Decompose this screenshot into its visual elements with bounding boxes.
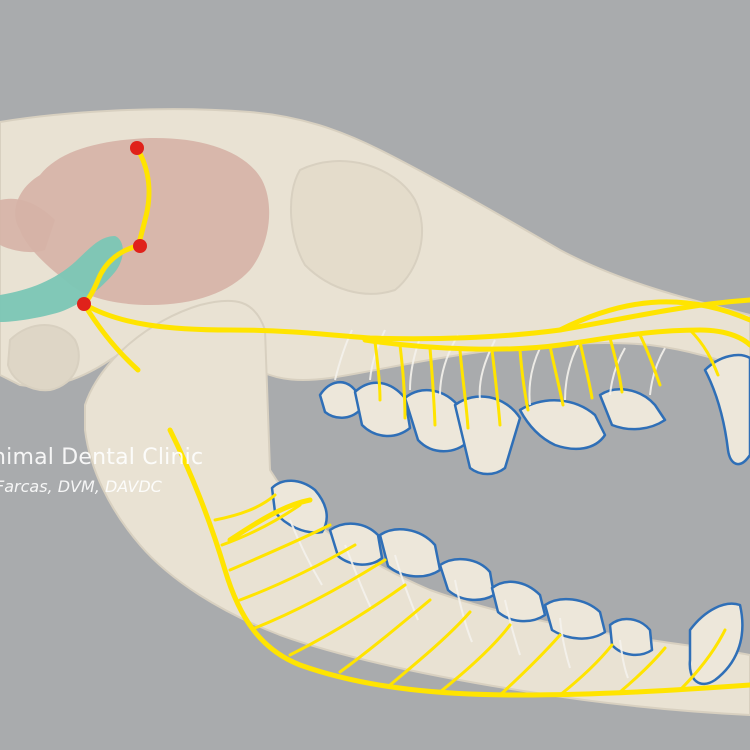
upper-teeth: [318, 353, 750, 476]
upper-tooth: [518, 399, 607, 451]
nerve-branch: [428, 346, 437, 427]
brain-olfactory: [0, 198, 55, 253]
upper-tooth: [453, 395, 522, 476]
mandibular-arcade-upper: [227, 497, 313, 543]
nerve-branch: [688, 328, 720, 377]
nerve-node-brainstem: [77, 297, 91, 311]
nerve-branch: [253, 558, 387, 630]
nerve-node-cortex: [130, 141, 144, 155]
nerve-branch: [608, 336, 624, 394]
nerve-node-thalamus: [133, 239, 147, 253]
infraorbital-branch: [557, 299, 750, 333]
lower-tooth: [438, 557, 496, 602]
lower-tooth: [608, 617, 654, 657]
nerve-trunk: [81, 301, 141, 373]
brainstem: [0, 236, 123, 322]
nerve-branch: [228, 523, 332, 572]
maxillary-nerve: [81, 297, 750, 342]
nerve-branch: [578, 340, 594, 400]
tooth-roots: [289, 329, 666, 679]
nerve-branch: [618, 646, 667, 694]
nerve-branch: [373, 340, 382, 402]
upper-tooth: [598, 388, 667, 431]
nerve-nodes: [77, 141, 147, 311]
eye-socket: [290, 160, 423, 295]
nerve-branch: [548, 344, 565, 407]
maxillary-arcade: [362, 327, 750, 352]
nerve-branch: [288, 583, 407, 657]
nerve-branch: [388, 610, 472, 687]
mandibular-nerve: [167, 427, 750, 698]
upper-tooth: [318, 381, 362, 419]
nerve-branch: [490, 348, 502, 427]
lower-tooth: [378, 528, 442, 578]
nerve-branch: [338, 598, 432, 674]
lower-tooth: [490, 580, 547, 623]
nerve-branch: [220, 503, 302, 547]
nerve-branch: [238, 543, 357, 602]
nerve-pathways: [81, 145, 750, 698]
nerve-branch: [518, 348, 530, 412]
nerve-branch: [213, 493, 277, 522]
upper-tooth: [353, 381, 412, 438]
nerve-branch: [458, 348, 470, 430]
nerve-branch: [678, 628, 727, 692]
upper-canine: [703, 353, 750, 466]
nerve-branch: [558, 643, 614, 697]
nerve-branch: [498, 633, 562, 697]
nerve-branch: [438, 623, 512, 694]
clinic-watermark: nimal Dental Clinic: [0, 445, 204, 470]
nerve-branch: [398, 343, 407, 420]
nerve-branch: [638, 333, 662, 387]
clinic-doctor-watermark: Farcas, DVM, DAVDC: [0, 477, 162, 496]
tympanic-bulla: [6, 324, 80, 392]
